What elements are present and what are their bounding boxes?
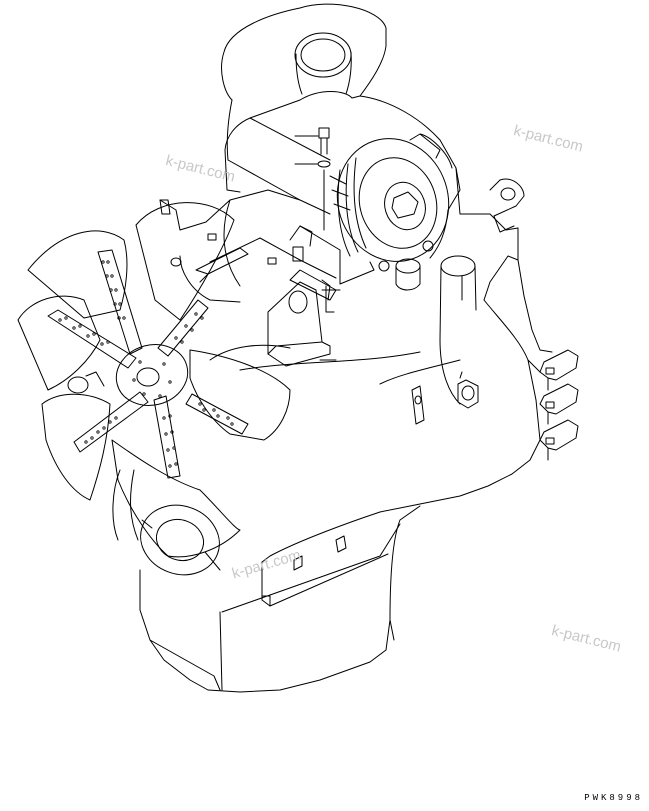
fan-shroud-edge	[160, 200, 216, 266]
air-cleaner-cap	[322, 124, 465, 276]
crank-pulley-area	[68, 372, 229, 586]
engine-mount-bracket	[268, 282, 340, 366]
lifting-eye	[490, 179, 524, 232]
flywheel-housing	[540, 350, 578, 460]
air-cleaner-bracket	[196, 226, 374, 300]
air-cleaner	[222, 4, 460, 258]
cooling-fan	[18, 203, 290, 557]
outlet-pipe	[396, 259, 420, 290]
drawing-code: PWK8998	[584, 793, 643, 803]
side-fittings	[262, 372, 478, 606]
intake-elbow	[440, 256, 476, 404]
bolt-and-washer	[295, 128, 330, 230]
fan-spoke-holes	[59, 261, 233, 467]
